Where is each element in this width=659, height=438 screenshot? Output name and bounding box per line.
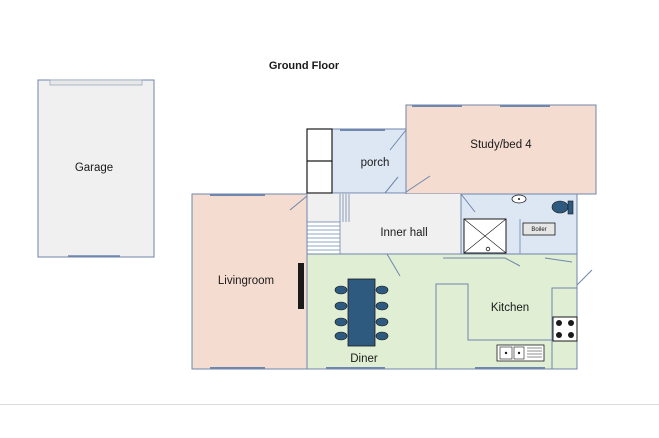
study-room: Study/bed 4 [405, 104, 597, 195]
livingroom-label: Livingroom [218, 275, 274, 287]
footer-divider [0, 404, 659, 405]
study-label: Study/bed 4 [470, 139, 532, 151]
diner-kitchen-room: Diner Kitchen [306, 253, 593, 370]
kitchen-sink-icon [496, 344, 545, 362]
boiler-label: Boiler [531, 227, 546, 233]
kitchen-label: Kitchen [491, 302, 529, 314]
porch-window-unit [306, 128, 333, 194]
bathroom-room: Boiler [460, 193, 578, 255]
stairs [306, 221, 341, 255]
inner-hall-label: Inner hall [380, 227, 427, 239]
livingroom-room: Livingroom [191, 193, 308, 370]
garage-label: Garage [75, 162, 113, 174]
dining-table [334, 278, 389, 347]
floor-title: Ground Floor [269, 60, 340, 72]
porch-label: porch [361, 157, 390, 169]
garage-room: Garage [37, 79, 155, 258]
toilet-icon [551, 200, 574, 215]
basin-icon [511, 194, 527, 204]
diner-label: Diner [350, 353, 378, 365]
fireplace [298, 263, 304, 309]
shower-tray [463, 218, 507, 254]
hob-icon [552, 316, 578, 342]
porch-room: porch [331, 128, 407, 194]
boiler-box: Boiler [522, 222, 556, 236]
